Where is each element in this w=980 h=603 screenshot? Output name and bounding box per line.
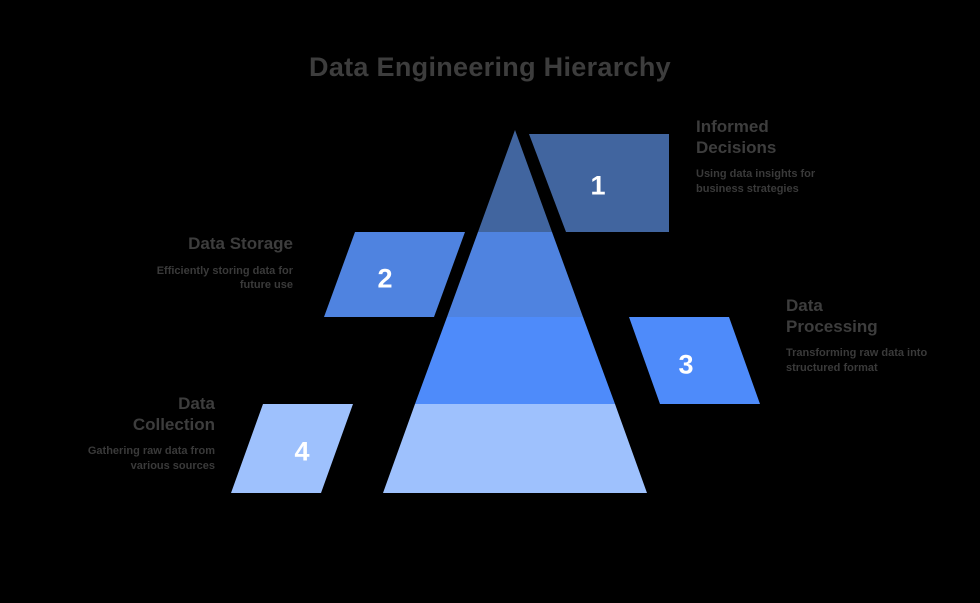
pyramid-tier-4-core — [383, 404, 647, 493]
tier-4-title-line1: Data — [178, 394, 215, 413]
tier-1-title-line1: Informed — [696, 117, 769, 136]
tier-4-title: Data Collection — [55, 394, 215, 435]
tier-3-title-line2: Processing — [786, 316, 878, 336]
tier-1-description: Using data insights for business strateg… — [696, 168, 816, 195]
tier-1-title-line2: Decisions — [696, 137, 777, 157]
pyramid-tier-1-slab — [529, 134, 669, 232]
pyramid-tier-3-slab — [629, 317, 760, 404]
tier-4-title-line2: Collection — [132, 414, 215, 434]
pyramid-tier-2-core — [447, 232, 583, 317]
tier-3-title: Data Processing — [786, 296, 946, 337]
tier-2-title-line1: Data Storage — [188, 234, 293, 253]
tier-1-label: Informed Decisions Using data insights f… — [696, 117, 856, 196]
tier-2-label: Data Storage Efficiently storing data fo… — [133, 234, 293, 292]
tier-3-label: Data Processing Transforming raw data in… — [786, 296, 946, 375]
pyramid-tier-4-slab — [231, 404, 353, 493]
pyramid-tier-1-core — [478, 130, 552, 232]
tier-4-description: Gathering raw data from various sources — [87, 445, 215, 472]
tier-4-label: Data Collection Gathering raw data from … — [55, 394, 215, 473]
pyramid-tier-2-slab — [324, 232, 465, 317]
pyramid-tier-3-core — [415, 317, 615, 404]
tier-3-title-line1: Data — [786, 296, 823, 315]
tier-2-title: Data Storage — [133, 234, 293, 255]
tier-2-description: Efficiently storing data for future use — [156, 264, 293, 292]
tier-3-description: Transforming raw data into structured fo… — [786, 347, 928, 374]
tier-1-title: Informed Decisions — [696, 117, 856, 158]
page-title: Data Engineering Hierarchy — [309, 52, 671, 82]
